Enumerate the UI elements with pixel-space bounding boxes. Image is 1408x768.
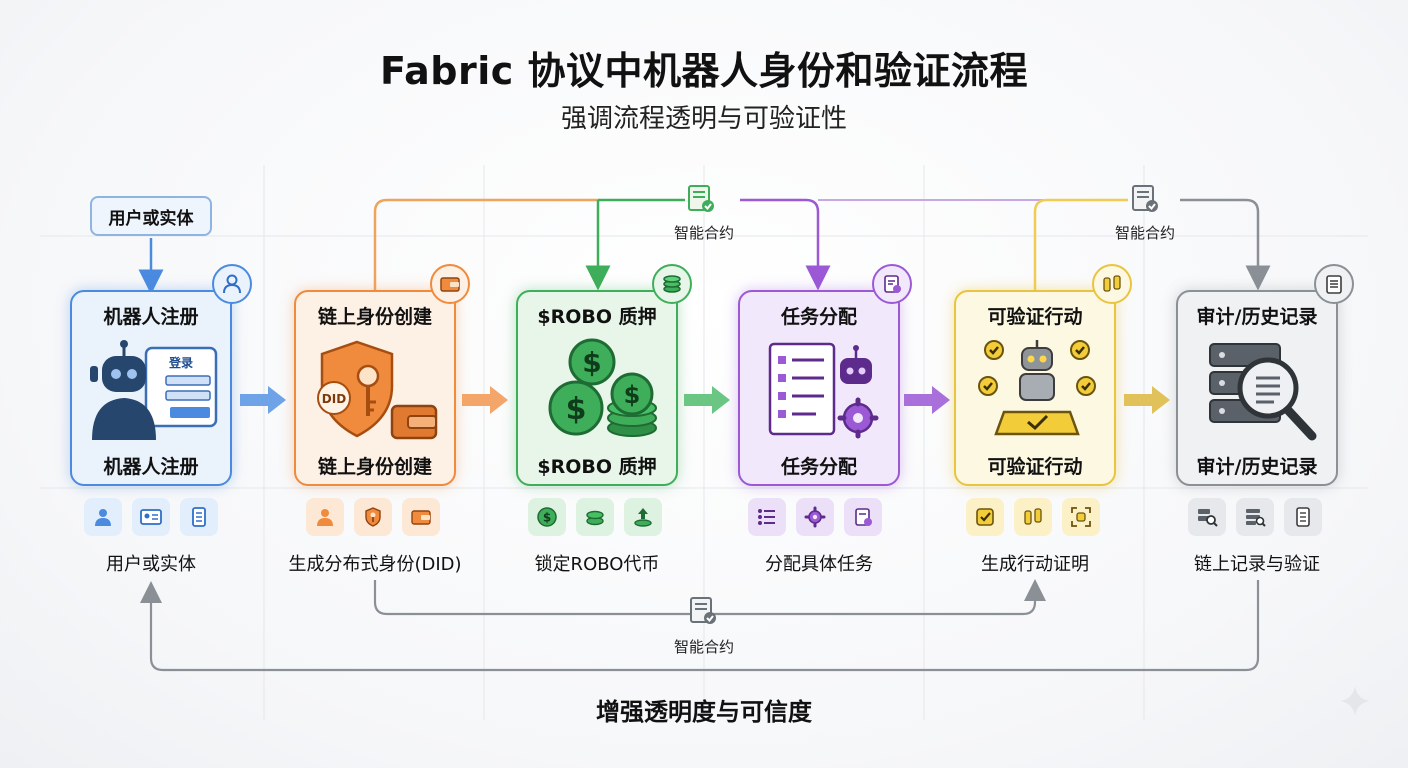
shield-key-icon [354,498,392,536]
stage-title-bottom: 机器人注册 [103,456,199,478]
clipboard-check-icon [844,498,882,536]
sparkle-icon [1340,686,1370,716]
mini-icons-stage-5 [966,498,1100,536]
smart-contract-label-1: 智能合约 [673,224,734,242]
contract-scroll-icon [686,594,720,628]
checkbox-icon [966,498,1004,536]
stage-onchain-identity: 链上身份创建 DID 链上身份创建 [294,290,456,486]
contract-link-purple [740,198,831,291]
diagram-title: Fabric 协议中机器人身份和验证流程 [379,49,1029,93]
stage-verifiable-action: 可验证行动 可验证行动 [954,290,1116,486]
dollar-coins-icon: $ $ $ [548,338,657,437]
contract-link-yellow [1033,198,1128,290]
document-icon [1284,498,1322,536]
coin-stack-icon [652,264,692,304]
robot-laptop-checks-icon [978,340,1096,436]
user-icon [84,498,122,536]
scan-robot-icon [1062,498,1100,536]
smart-contract-label-2: 智能合约 [1114,224,1175,242]
user-entity-box: 用户或实体 [90,196,212,236]
wallet-icon [402,498,440,536]
clipboard-check-icon [872,264,912,304]
robot-login-icon: 登录 [90,340,218,440]
flow-arrow-3 [684,386,730,414]
footprints-icon [1014,498,1052,536]
id-card-icon [132,498,170,536]
mini-icons-stage-3: $ [528,498,662,536]
flow-arrow-5 [1124,386,1170,414]
database-search-icon [1188,498,1226,536]
stage-title: $ROBO 质押 [537,306,657,328]
did-shield-key-icon: DID [317,340,438,440]
svg-text:$: $ [624,381,641,409]
list-icon [748,498,786,536]
stage-title: 审计/历史记录 [1196,306,1318,328]
smart-contract-label-3: 智能合约 [673,638,734,656]
server-search-icon [1236,498,1274,536]
mini-icons-stage-6 [1188,498,1322,536]
stage-title: 可验证行动 [987,306,1083,328]
ledger-icon [1314,264,1354,304]
mini-icons-stage-2 [306,498,440,536]
flow-arrow-4 [904,386,950,414]
did-shield-text: DID [322,392,346,406]
flow-arrow-1 [240,386,286,414]
stage-robo-staking: $ROBO 质押 $ $ $ $ROBO 质押 [516,290,678,486]
stage-title: 任务分配 [780,306,857,328]
bottom-caption: 增强透明度与可信度 [596,698,812,726]
gears-icon [796,498,834,536]
stage-title-bottom: 审计/历史记录 [1196,456,1318,478]
contract-link-orange [373,198,598,290]
database-magnifier-icon [1209,343,1317,441]
user-icon [306,498,344,536]
stage-caption: 锁定ROBO代币 [534,554,660,575]
stage-caption: 分配具体任务 [765,554,873,575]
stage-title-bottom: 链上身份创建 [317,456,432,478]
svg-text:$: $ [543,511,551,525]
stage-caption: 生成分布式身份(DID) [288,554,462,575]
user-icon [212,264,252,304]
diagram-subtitle: 强调流程透明与可验证性 [560,104,847,134]
stage-caption: 生成行动证明 [981,554,1089,575]
stage-title-bottom: 任务分配 [780,456,857,478]
stage-caption: 链上记录与验证 [1194,554,1320,575]
footprints-icon [1092,264,1132,304]
contract-link-gray [1180,198,1271,291]
wallet-icon [430,264,470,304]
document-icon [180,498,218,536]
dollar-coin-icon: $ [528,498,566,536]
stage-task-assignment: 任务分配 任务分配 [738,290,900,486]
stage-title-bottom: 可验证行动 [987,456,1083,478]
feedback-loop [140,580,1260,672]
contract-link-green [598,198,685,278]
contract-scroll-icon [1128,182,1162,216]
flow-arrow-2 [462,386,508,414]
stage-title: 机器人注册 [103,306,199,328]
stage-caption: 用户或实体 [106,554,196,575]
stage-audit-history: 审计/历史记录 审计/历史记录 [1176,290,1338,486]
stage-robot-registration: 机器人注册 登录 机器人注册 [70,290,232,486]
svg-text:$: $ [566,392,587,427]
task-list-robot-icon [768,342,879,439]
contract-scroll-icon [684,182,718,216]
coin-stack-icon [576,498,614,536]
stage-title-bottom: $ROBO 质押 [537,456,657,478]
login-screen-text: 登录 [168,355,193,370]
mini-icons-stage-1 [84,498,218,536]
upload-coins-icon [624,498,662,536]
stage-title: 链上身份创建 [317,306,432,328]
mini-icons-stage-4 [748,498,882,536]
svg-text:$: $ [582,346,601,379]
